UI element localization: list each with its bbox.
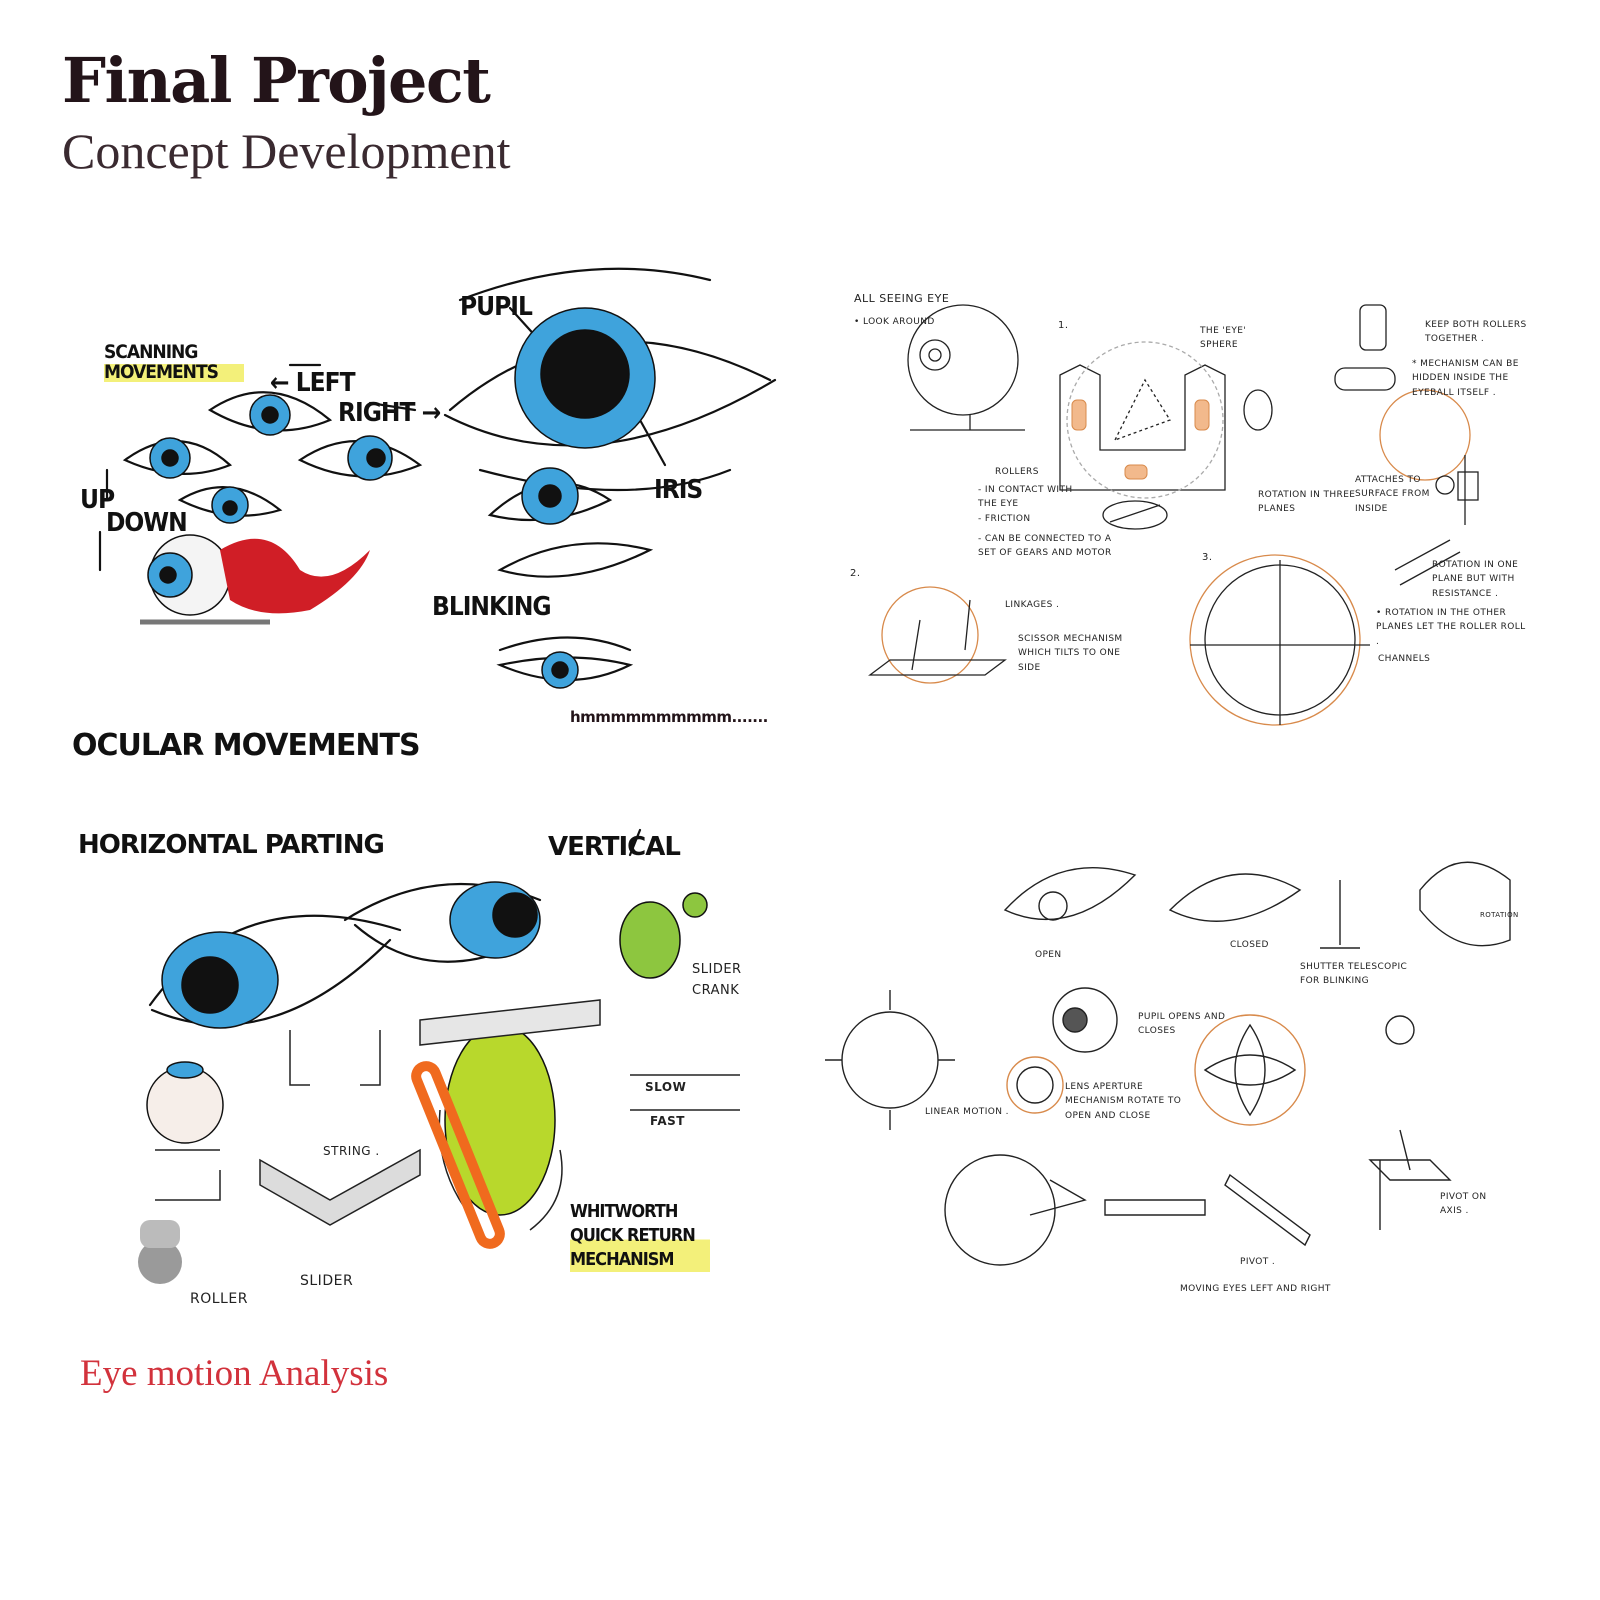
scanning-movements-label: SCANNING MOVEMENTS <box>104 342 244 382</box>
roller-label: ROLLER <box>190 1291 248 1307</box>
rollers-note-gears: - CAN BE CONNECTED TO A SET OF GEARS AND… <box>978 534 1112 559</box>
section-caption: Eye motion Analysis <box>80 1353 389 1394</box>
slider-label: SLIDER <box>300 1273 354 1289</box>
whitworth-mechanism-label: WHITWORTH QUICK RETURN MECHANISM <box>570 1200 710 1272</box>
eye-sphere-label: THE 'EYE' SPHERE <box>1200 326 1247 351</box>
page-subtitle: Concept Development <box>62 123 511 179</box>
linkages-label: LINKAGES . <box>1005 600 1060 610</box>
left-label: ← LEFT <box>270 368 356 398</box>
closed-label: CLOSED <box>1230 940 1269 950</box>
moving-eyes-label: MOVING EYES LEFT AND RIGHT <box>1180 1284 1331 1294</box>
ocular-movements-sketch: SCANNING MOVEMENTS ← LEFT RIGHT → UP DOW… <box>70 267 790 790</box>
iris-label: IRIS <box>654 475 703 505</box>
linear-motion-label: LINEAR MOTION . <box>925 1107 1009 1117</box>
parting-mechanism-sketch: HORIZONTAL PARTING VERTICAL SLIDER CRANK… <box>60 820 790 1330</box>
down-label: DOWN <box>106 508 188 538</box>
slider-crank-label: SLIDER CRANK <box>692 962 742 998</box>
attaches-note: ATTACHES TO SURFACE FROM INSIDE <box>1355 475 1430 514</box>
hidden-mechanism-note: * MECHANISM CAN BE HIDDEN INSIDE THE EYE… <box>1412 359 1519 398</box>
slow-label: SLOW <box>645 1080 687 1094</box>
pivot-label: PIVOT . <box>1240 1257 1276 1267</box>
vertical-heading: VERTICAL <box>548 832 681 862</box>
hum-label: hmmmmmmmmmm....... <box>570 708 768 726</box>
string-label: STRING . <box>323 1144 380 1158</box>
ocular-eyes-drawing <box>98 267 777 689</box>
option-1-number: 1. <box>1058 320 1069 331</box>
fast-label: FAST <box>650 1114 685 1128</box>
pivot-on-axis-label: PIVOT ON AXIS . <box>1440 1192 1487 1217</box>
eye-sphere-mechanism-sketch: ALL SEEING EYE • LOOK AROUND 1. 2. 3. TH… <box>840 280 1560 740</box>
parting-drawing <box>138 828 740 1284</box>
pupil-opens-label: PUPIL OPENS AND CLOSES <box>1138 1012 1226 1037</box>
lens-aperture-label: LENS APERTURE MECHANISM ROTATE TO OPEN A… <box>1065 1082 1182 1121</box>
up-label: UP <box>80 485 115 515</box>
blink-drawing <box>825 861 1511 1266</box>
channels-label: CHANNELS <box>1378 654 1431 664</box>
rollers-note-friction: - FRICTION <box>978 514 1031 524</box>
option-2-number: 2. <box>850 568 861 579</box>
open-label: OPEN <box>1035 950 1062 960</box>
horizontal-parting-heading: HORIZONTAL PARTING <box>78 830 385 860</box>
rotation-other-planes-note: • ROTATION IN THE OTHER PLANES LET THE R… <box>1376 608 1526 647</box>
keep-rollers-note: KEEP BOTH ROLLERS TOGETHER . <box>1425 320 1527 345</box>
scissor-mechanism-note: SCISSOR MECHANISM WHICH TILTS TO ONE SID… <box>1018 634 1123 673</box>
rotation-label: ROTATION <box>1480 911 1519 919</box>
rollers-note-contact: - IN CONTACT WITH THE EYE <box>978 485 1073 510</box>
rotation-one-plane-note: ROTATION IN ONE PLANE BUT WITH RESISTANC… <box>1432 560 1519 599</box>
right-label: RIGHT → <box>338 398 441 428</box>
blinking-label: BLINKING <box>432 592 552 622</box>
mechanism-drawing <box>868 304 1479 726</box>
look-around-label: • LOOK AROUND <box>854 317 935 327</box>
option-3-number: 3. <box>1202 552 1213 563</box>
rollers-label: ROLLERS <box>995 467 1039 477</box>
blink-mechanism-sketch: OPEN CLOSED SHUTTER TELESCOPIC FOR BLINK… <box>810 830 1560 1310</box>
rotation-three-planes-label: ROTATION IN THREE PLANES <box>1258 490 1356 515</box>
ocular-movements-heading: OCULAR MOVEMENTS <box>72 728 421 763</box>
pupil-label: PUPIL <box>460 292 533 322</box>
all-seeing-eye-label: ALL SEEING EYE <box>854 292 950 305</box>
shutter-telescopic-label: SHUTTER TELESCOPIC FOR BLINKING <box>1300 962 1408 987</box>
page-title: Final Project <box>62 44 491 117</box>
